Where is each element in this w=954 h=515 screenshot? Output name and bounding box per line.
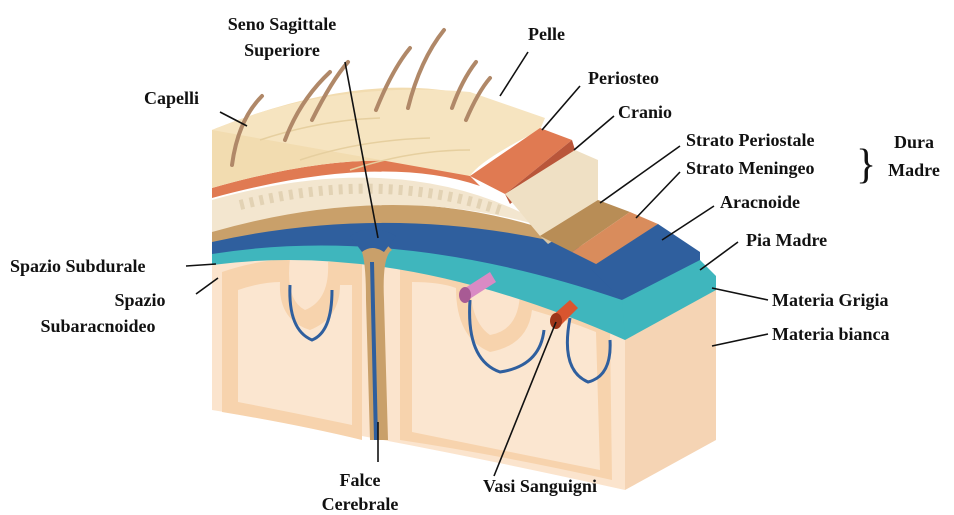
label-spazio-subaracnoideo-1: Spazio bbox=[114, 290, 165, 310]
leader-materia-bianca bbox=[712, 334, 768, 346]
label-strato-meningeo: Strato Meningeo bbox=[686, 158, 814, 178]
label-aracnoide: Aracnoide bbox=[720, 192, 800, 212]
label-falce-2: Cerebrale bbox=[322, 494, 399, 514]
label-spazio-subaracnoideo-2: Subaracnoideo bbox=[40, 316, 155, 336]
label-materia-bianca: Materia bianca bbox=[772, 324, 889, 344]
label-strato-periostale: Strato Periostale bbox=[686, 130, 814, 150]
label-materia-grigia: Materia Grigia bbox=[772, 290, 888, 310]
label-dura-2: Madre bbox=[888, 160, 940, 180]
dura-brace: } bbox=[856, 142, 876, 188]
label-cranio: Cranio bbox=[618, 102, 672, 122]
leader-periosteo bbox=[542, 86, 580, 130]
leader-pia bbox=[700, 242, 738, 270]
label-dura-1: Dura bbox=[894, 132, 934, 152]
label-seno-sagittale-1: Seno Sagittale bbox=[228, 14, 337, 34]
leader-aracnoide bbox=[662, 206, 714, 240]
label-capelli: Capelli bbox=[144, 88, 199, 108]
vessel-pink-end bbox=[459, 287, 471, 303]
leader-subdurale bbox=[186, 264, 216, 266]
leader-cranio bbox=[574, 116, 614, 150]
leader-strato-meningeo bbox=[636, 172, 680, 218]
label-seno-sagittale-2: Superiore bbox=[244, 40, 320, 60]
leader-pelle bbox=[500, 52, 528, 96]
leader-materia-grigia bbox=[712, 288, 768, 300]
label-vasi-sanguigni: Vasi Sanguigni bbox=[483, 476, 597, 496]
label-falce-1: Falce bbox=[340, 470, 381, 490]
label-pelle: Pelle bbox=[528, 24, 565, 44]
label-pia-madre: Pia Madre bbox=[746, 230, 827, 250]
label-spazio-subdurale: Spazio Subdurale bbox=[10, 256, 146, 276]
label-periosteo: Periosteo bbox=[588, 68, 659, 88]
leader-strato-periostale bbox=[600, 146, 680, 203]
vessel-red-end bbox=[550, 313, 562, 329]
